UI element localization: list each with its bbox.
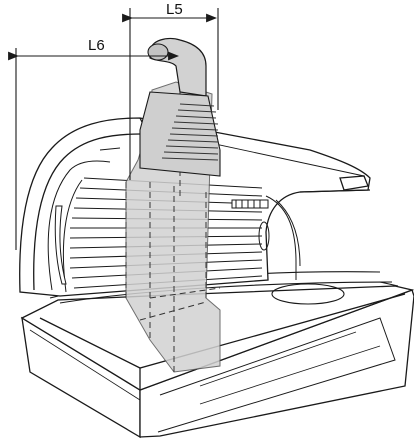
dimension-l6 [8,48,180,250]
exhaust-duct [125,37,221,373]
dimension-l5 [122,8,219,180]
l6-label: L6 [88,37,105,54]
control-panel [231,199,269,209]
canopy-handle [339,175,369,191]
l5-label: L5 [166,1,183,18]
